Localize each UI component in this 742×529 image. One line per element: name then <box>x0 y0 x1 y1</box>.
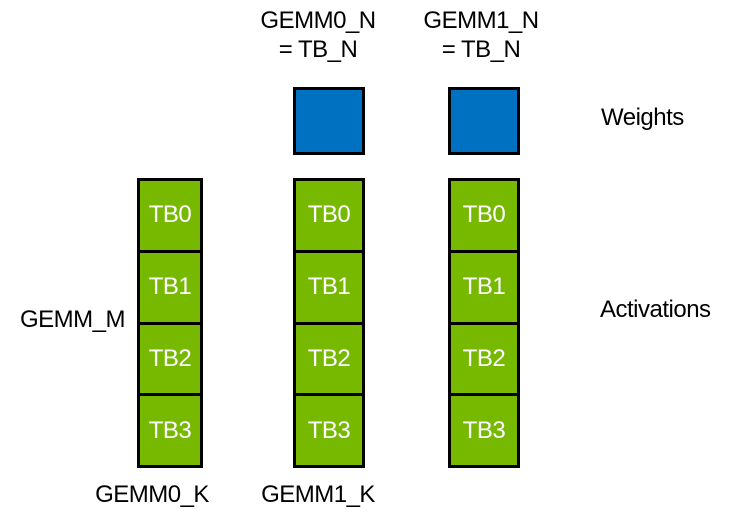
activations-label: Activations <box>600 296 711 323</box>
activations-column-gemm1b: TB0 TB1 TB2 TB3 <box>448 178 520 468</box>
tb-cell: TB1 <box>448 249 520 325</box>
tb-cell: TB1 <box>137 249 203 325</box>
activations-column-gemm0: TB0 TB1 TB2 TB3 <box>137 178 203 468</box>
gemm0-weights-block <box>293 87 365 155</box>
gemm-m-label: GEMM_M <box>20 306 126 333</box>
gemm0-n-label-line2: = TB_N <box>278 36 358 63</box>
tb-cell: TB2 <box>293 321 365 397</box>
gemm1-weights-block <box>448 87 520 155</box>
gemm1-k-label: GEMM1_K <box>261 481 375 508</box>
gemm1-n-label-line1: GEMM1_N <box>423 7 539 34</box>
gemm1-n-label: GEMM1_N = TB_N <box>423 6 539 64</box>
gemm0-n-label: GEMM0_N = TB_N <box>260 6 376 64</box>
tb-cell: TB3 <box>293 393 365 468</box>
tb-cell: TB2 <box>137 321 203 397</box>
tb-cell: TB3 <box>448 393 520 468</box>
tb-cell: TB2 <box>448 321 520 397</box>
activations-column-gemm1: TB0 TB1 TB2 TB3 <box>293 178 365 468</box>
gemm0-k-label: GEMM0_K <box>95 481 209 508</box>
gemm1-n-label-line2: = TB_N <box>441 36 521 63</box>
weights-label: Weights <box>601 104 684 131</box>
tb-cell: TB1 <box>293 249 365 325</box>
tb-cell: TB0 <box>137 178 203 253</box>
tb-cell: TB0 <box>448 178 520 253</box>
tb-cell: TB0 <box>293 178 365 253</box>
gemm0-n-label-line1: GEMM0_N <box>260 7 376 34</box>
tb-cell: TB3 <box>137 393 203 468</box>
